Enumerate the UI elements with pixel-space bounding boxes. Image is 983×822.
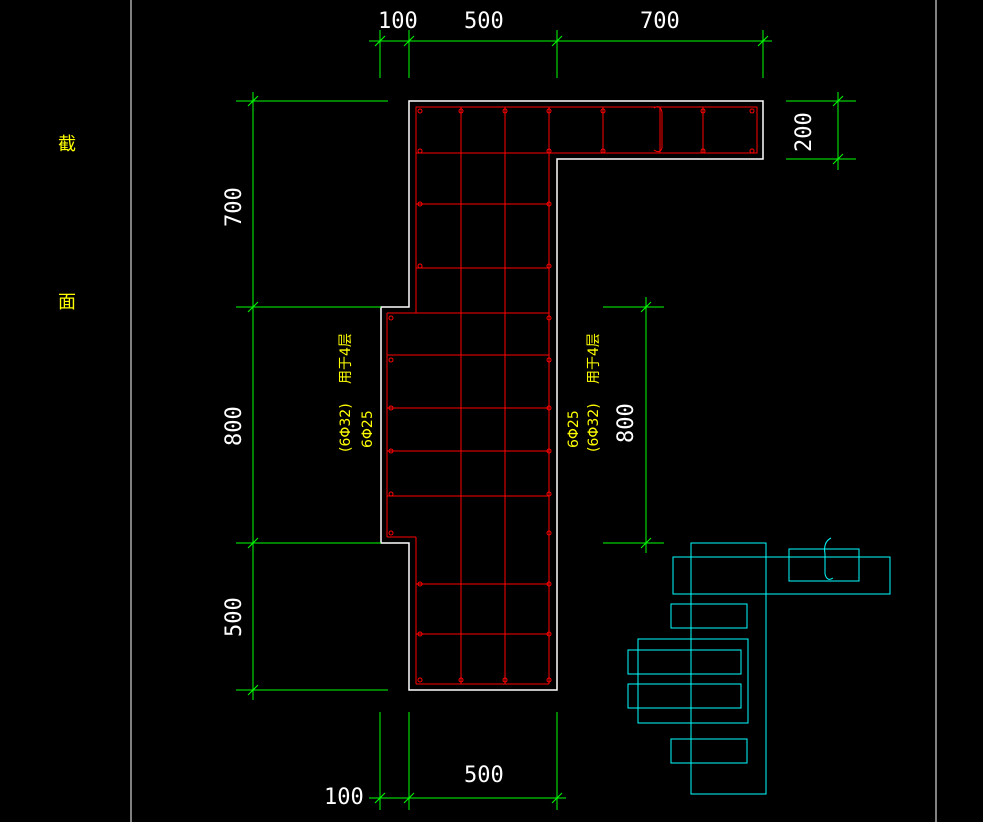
dim-right-mid-800: 800 — [614, 403, 639, 443]
stirrup-details — [627, 537, 891, 795]
dim-top-500: 500 — [464, 9, 504, 34]
dim-left-800: 800 — [222, 406, 247, 446]
note-right-rebar: 6Φ25 — [566, 410, 582, 448]
rebar-grid — [386, 106, 758, 685]
frame-lines — [130, 0, 937, 822]
dim-top-100: 100 — [378, 9, 418, 34]
section-outline — [380, 100, 764, 691]
dimension-lines — [236, 30, 856, 810]
dim-top-700: 700 — [640, 9, 680, 34]
dim-bottom-100: 100 — [324, 785, 364, 810]
dim-left-700: 700 — [222, 187, 247, 227]
note-left-rebar: 6Φ25 — [360, 410, 376, 448]
dim-left-500: 500 — [222, 597, 247, 637]
title-char-top: 截 — [58, 134, 76, 155]
note-left-alt-rebar: (6Φ32) — [338, 403, 354, 452]
rebar-dots — [388, 108, 755, 683]
note-right-usage: 用于4层 — [586, 333, 602, 384]
dim-bottom-500: 500 — [464, 763, 504, 788]
title-char-bottom: 面 — [58, 292, 76, 313]
note-right-alt-rebar: (6Φ32) — [586, 403, 602, 452]
note-left-usage: 用于4层 — [338, 333, 354, 384]
dim-right-200: 200 — [792, 112, 817, 152]
